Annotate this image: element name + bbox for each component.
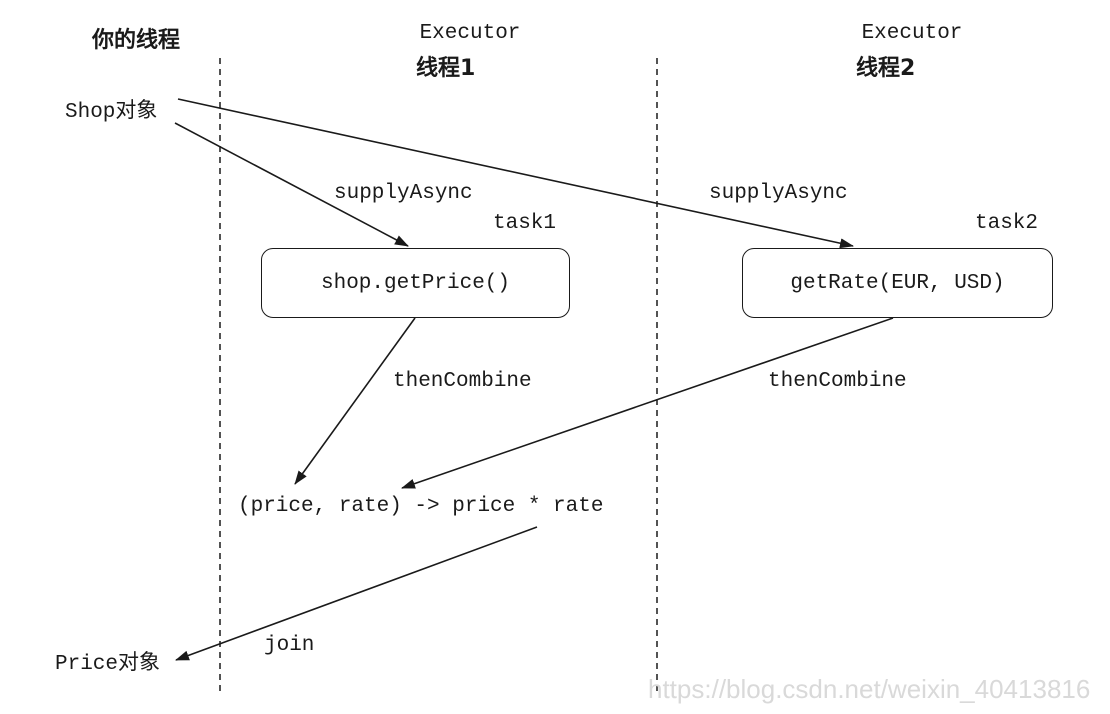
task1-call: shop.getPrice() [320, 271, 511, 295]
header-executor-2-thread: 线程2 [856, 56, 916, 81]
edge-label-combine-2: thenCombine [768, 370, 907, 393]
edge-label-join: join [264, 634, 315, 657]
arrow-join [175, 526, 538, 661]
task1-box: shop.getPrice() [261, 248, 570, 318]
header-executor-2-name: Executor [861, 22, 963, 45]
arrow-combine-task1 [294, 317, 416, 485]
shop-object-text: Shop对象 [65, 101, 158, 124]
price-object-label: Price对象 [55, 646, 160, 676]
task1-label: task1 [493, 212, 557, 235]
edge-label-supply-2: supplyAsync [709, 182, 848, 205]
arrow-supply-task1 [174, 122, 409, 247]
combine-expression: (price, rate) -> price * rate [238, 495, 604, 518]
price-object-text: Price对象 [55, 653, 161, 676]
shop-object-label: Shop对象 [65, 94, 157, 124]
header-your-thread: 你的线程 [92, 28, 181, 53]
header-executor-1: Executor [400, 22, 540, 45]
watermark: https://blog.csdn.net/weixin_40413816 [648, 674, 1091, 704]
arrow-combine-task2 [401, 317, 894, 489]
header-executor-2: Executor [842, 22, 982, 45]
header-executor-1-thread: 线程1 [416, 56, 476, 81]
task2-label: task2 [975, 212, 1039, 235]
header-executor-1-name: Executor [419, 22, 521, 45]
task2-call: getRate(EUR, USD) [790, 271, 1005, 295]
arrow-supply-task2 [177, 98, 854, 249]
edge-label-combine-1: thenCombine [393, 370, 532, 393]
edge-label-supply-1: supplyAsync [334, 182, 473, 205]
task2-box: getRate(EUR, USD) [742, 248, 1053, 318]
